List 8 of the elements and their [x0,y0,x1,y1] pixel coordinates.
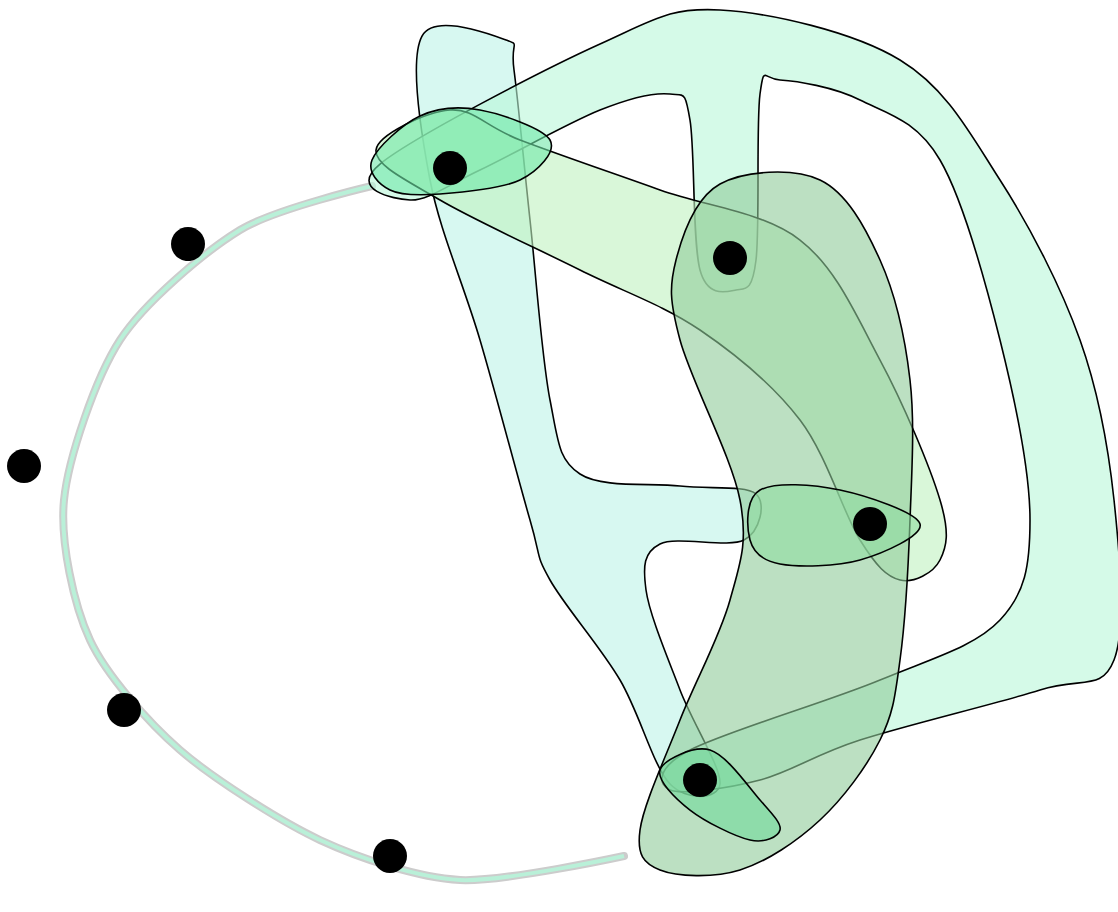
vertex-dot [373,839,407,873]
vertex-dot [433,151,467,185]
vertex-dot [7,449,41,483]
vertex-dot [853,507,887,541]
vertex-dot [171,227,205,261]
vertex-dot [107,693,141,727]
vertex-dot [683,763,717,797]
vertex-dot [713,241,747,275]
